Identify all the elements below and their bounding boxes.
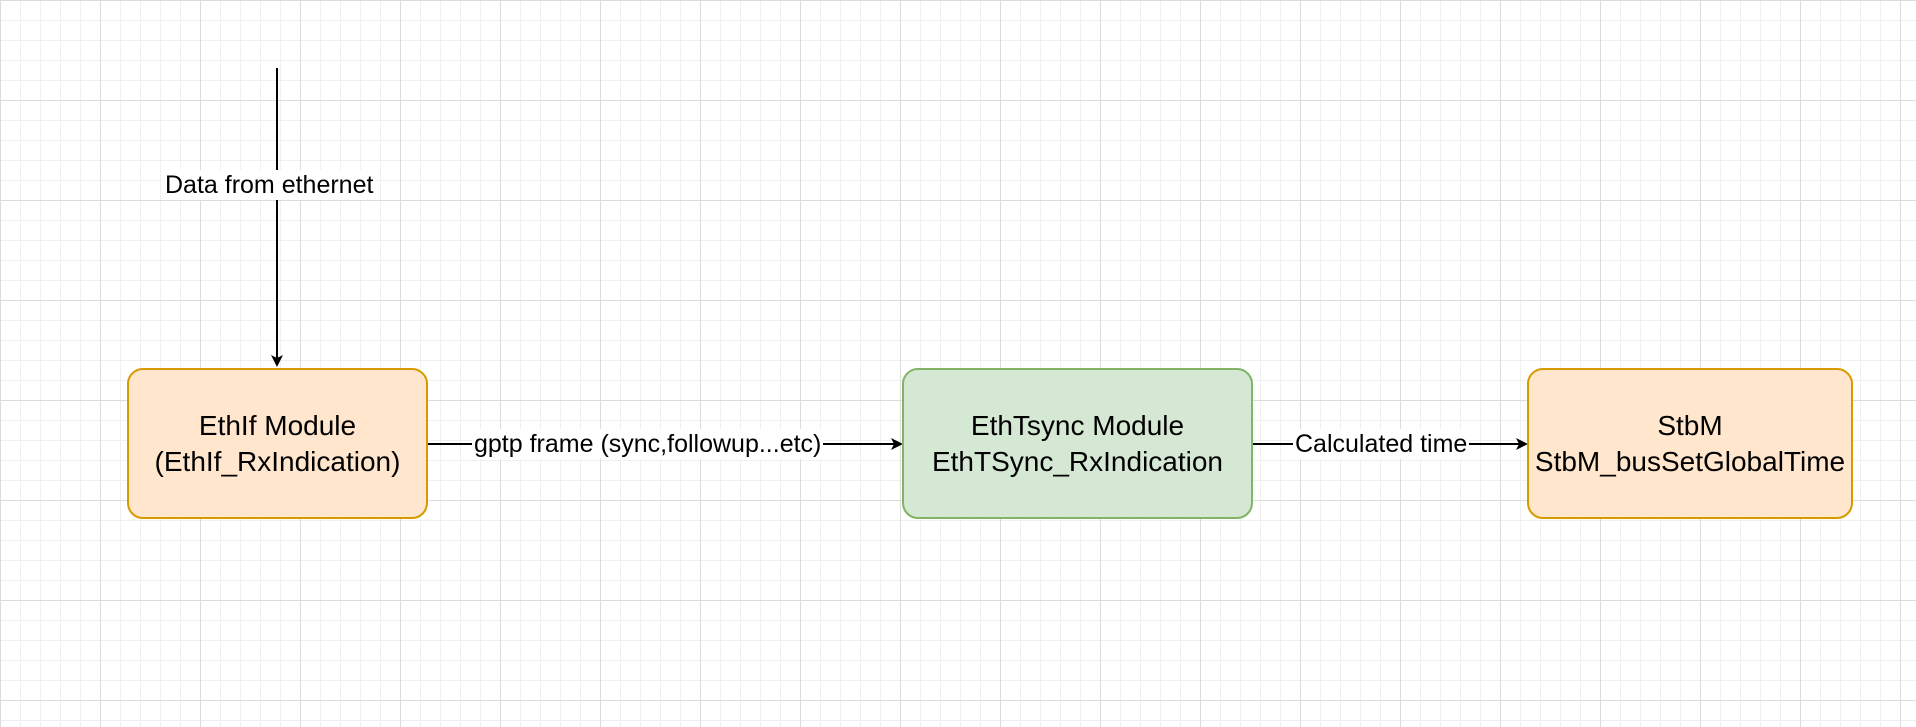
ethtsync-module-function: EthTSync_RxIndication: [931, 445, 1224, 477]
ethif-module-node[interactable]: EthIf Module (EthIf_RxIndication): [127, 368, 428, 519]
stbm-module-function: StbM_busSetGlobalTime: [1534, 445, 1846, 477]
stbm-module-node[interactable]: StbM StbM_busSetGlobalTime: [1527, 368, 1853, 519]
ethtsync-module-title: EthTsync Module: [970, 409, 1185, 441]
ethif-module-title: EthIf Module: [198, 409, 357, 441]
calculated-time-edge-label: Calculated time: [1293, 429, 1470, 459]
input-edge-label: Data from ethernet: [163, 170, 376, 200]
ethtsync-module-node[interactable]: EthTsync Module EthTSync_RxIndication: [902, 368, 1253, 519]
ethif-module-function: (EthIf_RxIndication): [154, 445, 401, 477]
stbm-module-title: StbM: [1657, 409, 1723, 441]
gptp-frame-edge-label: gptp frame (sync,followup...etc): [472, 429, 824, 459]
